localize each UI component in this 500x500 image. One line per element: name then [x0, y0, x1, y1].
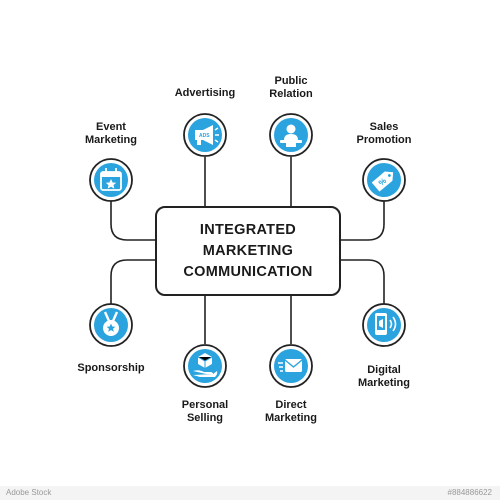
label-direct-marketing: Direct Marketing [265, 399, 317, 424]
connector-sales-promotion [341, 201, 385, 241]
percent-text: % [377, 176, 388, 187]
node-direct-marketing [269, 344, 313, 388]
node-sales-promotion: % [362, 158, 406, 202]
medal-icon [103, 311, 119, 336]
node-digital-marketing [362, 303, 406, 347]
node-advertising: ADS [183, 113, 227, 157]
envelope-icon [278, 359, 303, 372]
discount-tag-icon: % [371, 171, 394, 192]
node-event-marketing [89, 158, 133, 202]
watermark-brand: Adobe Stock [6, 488, 52, 497]
label-public-relation: Public Relation [269, 75, 313, 100]
watermark-id: #884886622 [447, 488, 493, 497]
mobile-sound-icon [375, 313, 397, 335]
ads-text: ADS [199, 133, 210, 139]
center-title-line-1: INTEGRATED [199, 221, 297, 238]
node-sponsorship [89, 303, 133, 347]
calendar-star-icon [100, 168, 122, 191]
center-title-line-2: MARKETING [202, 242, 294, 259]
connector-event-marketing [110, 201, 155, 241]
hand-box-icon [193, 353, 218, 377]
label-personal-selling: Personal Selling [181, 399, 229, 424]
connector-sponsorship [110, 259, 155, 304]
connector-digital-marketing [341, 259, 385, 304]
center-box: INTEGRATED MARKETING COMMUNICATION [155, 206, 341, 296]
label-sponsorship: Sponsorship [77, 362, 145, 374]
megaphone-icon: ADS [195, 125, 219, 145]
stock-watermark-bar: Adobe Stock #884886622 [0, 486, 500, 500]
center-title-line-3: COMMUNICATION [183, 263, 313, 280]
label-sales-promotion: Sales Promotion [356, 121, 412, 146]
label-event-marketing: Event Marketing [85, 121, 137, 146]
node-public-relation [269, 113, 313, 157]
label-digital-marketing: Digital Marketing [358, 364, 410, 389]
label-advertising: Advertising [174, 87, 236, 99]
node-personal-selling [183, 344, 227, 388]
speaker-person-icon [280, 124, 302, 147]
